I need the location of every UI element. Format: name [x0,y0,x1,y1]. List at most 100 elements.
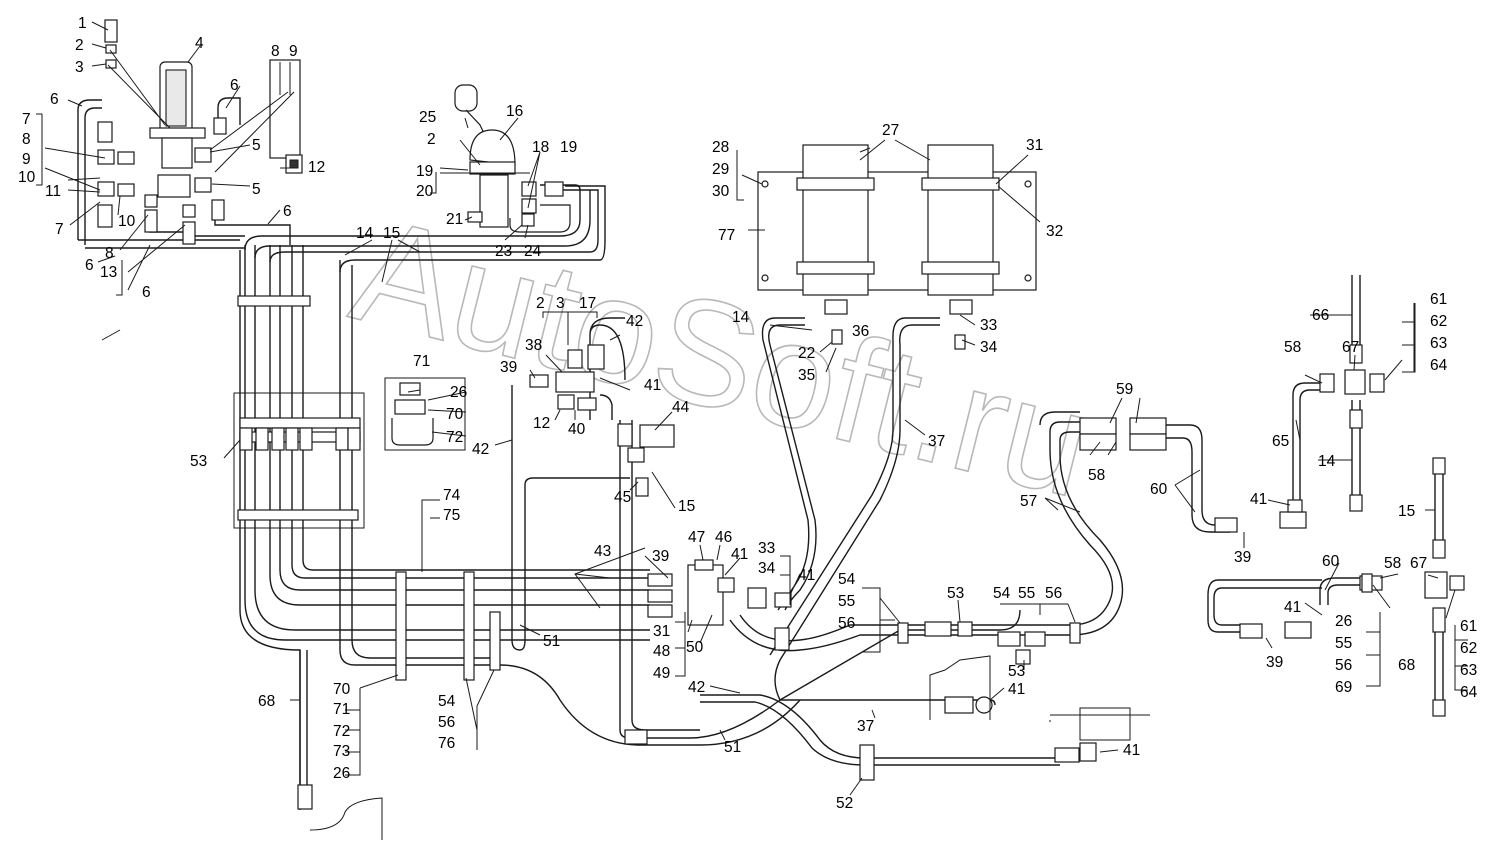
right-fittings [1079,344,1465,717]
callout-25: 25 [419,109,436,126]
callout-5: 5 [252,181,261,198]
callout-60: 60 [1150,481,1168,498]
callout-45: 45 [614,489,631,506]
callout-8: 8 [271,43,280,60]
callout-10: 10 [18,169,36,186]
bracket-53 [233,377,466,529]
callout-61: 61 [1430,291,1447,308]
callout-53: 53 [1008,663,1025,680]
callout-8: 8 [22,131,31,148]
callout-41: 41 [1008,681,1025,698]
callout-37: 37 [857,718,874,735]
callout-54: 54 [838,571,856,588]
callout-41: 41 [1123,742,1140,759]
callout-21: 21 [446,211,463,228]
callout-6: 6 [50,91,59,108]
callout-41: 41 [644,377,661,394]
callout-74: 74 [443,487,461,504]
callout-59: 59 [1116,381,1133,398]
callout-47: 47 [688,529,705,546]
callout-51: 51 [543,633,560,650]
callout-35: 35 [798,367,815,384]
lower-fittings [297,621,1150,840]
callout-16: 16 [506,103,523,120]
callout-72: 72 [333,723,350,740]
callout-3: 3 [556,295,565,312]
callout-27: 27 [882,122,899,139]
callout-33: 33 [758,540,775,557]
callout-18: 18 [532,139,549,156]
callout-3: 3 [75,59,84,76]
callout-57: 57 [1020,493,1037,510]
callout-2: 2 [427,131,436,148]
callout-55: 55 [1018,585,1035,602]
callout-75: 75 [443,507,460,524]
callout-73: 73 [333,743,350,760]
callout-38: 38 [525,337,542,354]
left-fittings [97,117,227,245]
callout-6: 6 [142,284,151,301]
callout-64: 64 [1430,357,1448,374]
callout-62: 62 [1460,640,1477,657]
callout-54: 54 [438,693,456,710]
callout-8: 8 [105,245,114,262]
callout-22: 22 [798,345,815,362]
callout-brackets [36,113,1415,372]
callout-15: 15 [1398,503,1415,520]
callout-41: 41 [1250,491,1267,508]
callout-46: 46 [715,529,732,546]
part-labels: 1 2 3 4 6 8 9 6 7 8 9 10 5 12 11 5 7 10 … [18,15,1478,812]
callout-7: 7 [22,111,31,128]
callout-67: 67 [1342,339,1359,356]
leader-lines [44,21,1468,796]
callout-12: 12 [308,159,325,176]
callout-4: 4 [195,35,204,52]
callout-23: 23 [495,243,512,260]
callout-56: 56 [1335,657,1352,674]
callout-14: 14 [356,225,374,242]
callout-58: 58 [1384,555,1401,572]
callout-48: 48 [653,643,670,660]
callout-26: 26 [333,765,350,782]
callout-66: 66 [1312,307,1329,324]
callout-1: 1 [78,15,87,32]
callout-34: 34 [758,560,776,577]
callout-37: 37 [928,433,945,450]
callout-53: 53 [190,453,207,470]
callout-26: 26 [450,384,467,401]
distributor [647,559,792,626]
callout-56: 56 [838,615,855,632]
callout-53: 53 [947,585,964,602]
callout-2: 2 [75,37,84,54]
callout-64: 64 [1460,684,1478,701]
callout-62: 62 [1430,313,1447,330]
callout-69: 69 [1335,679,1352,696]
callout-63: 63 [1430,335,1447,352]
callout-55: 55 [1335,635,1352,652]
tank-assembly [757,144,1037,350]
callout-41: 41 [731,546,748,563]
callout-19: 19 [416,163,433,180]
callout-51: 51 [724,739,741,756]
callout-42: 42 [626,313,643,330]
callout-70: 70 [333,681,351,698]
callout-60: 60 [1322,553,1340,570]
callout-55: 55 [838,593,855,610]
callout-67: 67 [1410,555,1427,572]
callout-29: 29 [712,161,729,178]
pipe-clamps [237,295,1081,781]
callout-14: 14 [732,309,750,326]
callout-50: 50 [686,639,704,656]
callout-7: 7 [55,221,64,238]
callout-68: 68 [1398,657,1415,674]
callout-40: 40 [568,421,586,438]
callout-52: 52 [836,795,853,812]
pump-unit [104,19,303,174]
callout-6: 6 [85,257,94,274]
callout-33: 33 [980,317,997,334]
callout-49: 49 [653,665,670,682]
callout-39: 39 [652,548,669,565]
callout-9: 9 [22,151,31,168]
callout-32: 32 [1046,223,1063,240]
callout-26: 26 [1335,613,1352,630]
